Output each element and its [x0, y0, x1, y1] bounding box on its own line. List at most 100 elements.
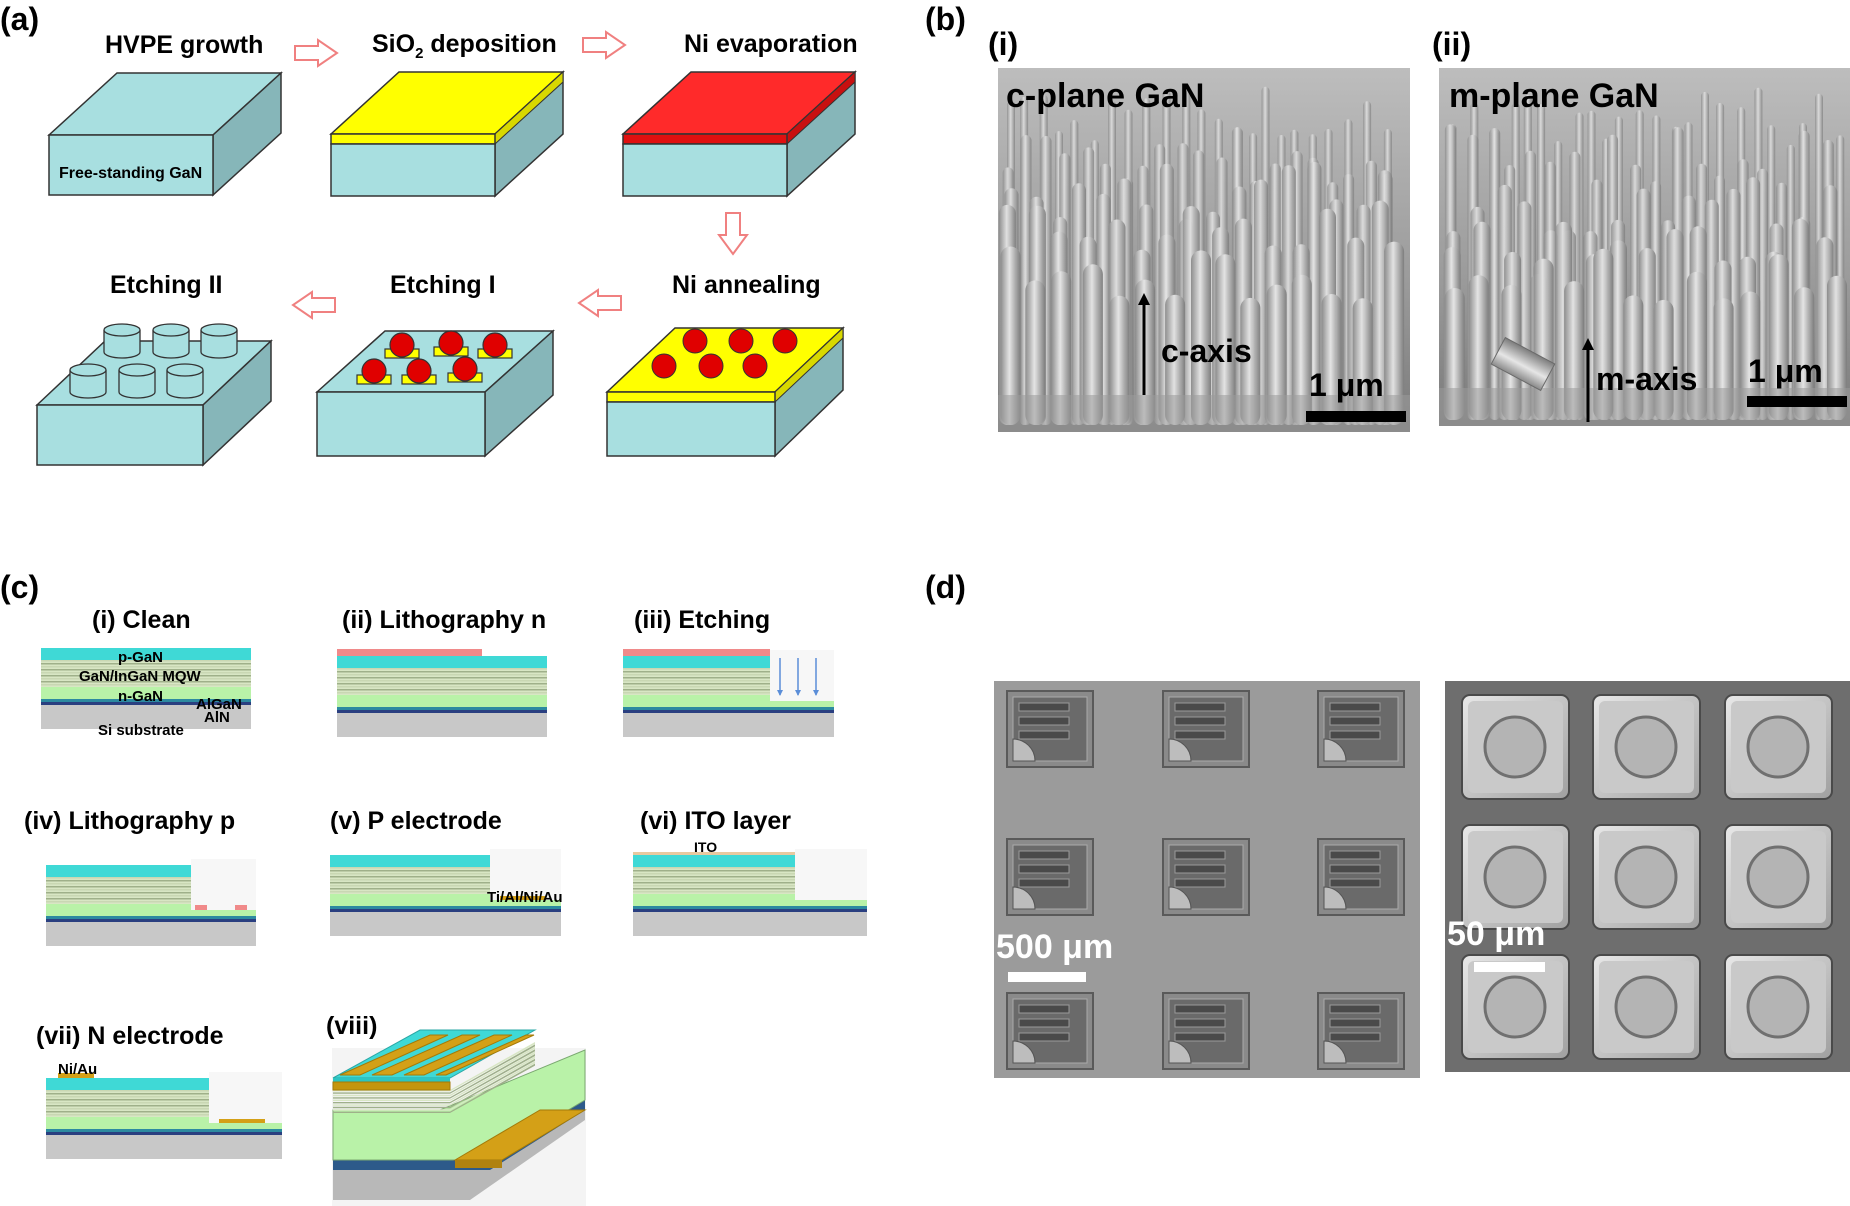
- finger-electrode: [1018, 1018, 1070, 1028]
- layer-stack-p-electrode: [330, 849, 561, 936]
- panel-b-sub-i: (i): [988, 26, 1018, 62]
- mqw-line: [633, 876, 795, 878]
- etch-arrow: [795, 690, 801, 696]
- mqw-line: [41, 670, 251, 672]
- finger-electrode: [1174, 702, 1226, 712]
- block-free-standing-gan: Free-standing GaN: [47, 71, 283, 197]
- p-gan-layer: [633, 855, 795, 867]
- nanopillar: [1564, 281, 1585, 420]
- mqw-line: [46, 1090, 209, 1092]
- mqw-line: [46, 883, 191, 885]
- mqw-line: [46, 1114, 209, 1116]
- mqw-line: [623, 668, 770, 670]
- title-m-plane-gan: m-plane GaN: [1449, 77, 1659, 115]
- si-substrate-layer: [623, 713, 834, 737]
- device-array-image: 500 μm: [994, 681, 1420, 1078]
- photoresist: [195, 905, 207, 910]
- finger-electrode: [1018, 702, 1070, 712]
- layer-label-mqw: GaN/InGaN MQW: [79, 668, 202, 685]
- mqw-line: [46, 1100, 209, 1102]
- scale-bar-i: [1306, 411, 1406, 422]
- contact-pad: [1168, 886, 1192, 910]
- aln-layer: [46, 919, 256, 922]
- sem-image-c-plane: c-plane GaN c-axis 1 μm: [998, 68, 1410, 432]
- mqw-line: [46, 887, 191, 889]
- nanopillar: [1000, 246, 1021, 425]
- layer-label-p-gan: p-GaN: [118, 649, 163, 666]
- step-ii-lithography-n: (ii) Lithography n: [342, 606, 546, 634]
- etch-arrow: [777, 690, 783, 696]
- mqw-line: [46, 889, 191, 891]
- step-hvpe-growth: HVPE growth: [105, 31, 263, 59]
- mqw-line: [623, 669, 770, 671]
- mqw-line: [330, 871, 490, 873]
- finger-electrode: [1174, 1032, 1226, 1042]
- finger-electrode: [1018, 730, 1070, 740]
- mqw-line: [337, 686, 547, 688]
- mqw-line: [623, 675, 770, 677]
- contact-pad: [1323, 738, 1347, 762]
- mqw-line: [337, 684, 547, 686]
- finger-electrode: [1329, 1032, 1381, 1042]
- aln-layer: [46, 1132, 282, 1135]
- mqw-line: [41, 679, 251, 681]
- panel-a: HVPE growth SiO2 deposition Ni evaporati…: [35, 30, 858, 467]
- mqw-line: [46, 901, 191, 903]
- scale-label-500um: 500 μm: [996, 928, 1113, 966]
- mqw-line: [337, 677, 547, 679]
- title-c-plane-gan: c-plane GaN: [1006, 77, 1204, 115]
- nanopillar: [1291, 274, 1312, 425]
- mesa-contact: [1746, 715, 1810, 779]
- device-3d: [332, 1029, 587, 1206]
- nanopillar: [1686, 271, 1707, 420]
- mesa-contact: [1483, 845, 1547, 909]
- mqw-line: [633, 868, 795, 870]
- photoresist: [337, 649, 482, 656]
- broken-pillar: [1490, 336, 1556, 392]
- nanopillar: [1109, 295, 1130, 425]
- mqw-line: [41, 666, 251, 668]
- block-etching-ii: [35, 323, 273, 467]
- nanopillar: [1593, 248, 1614, 420]
- nanopillar: [1740, 291, 1761, 420]
- mqw-line: [330, 889, 490, 891]
- mqw-line: [46, 1106, 209, 1108]
- p-gan-layer: [41, 648, 251, 660]
- mqw-line: [46, 1102, 209, 1104]
- mqw-line: [46, 1096, 209, 1098]
- mqw-line: [633, 892, 795, 894]
- mesa-contact: [1746, 845, 1810, 909]
- photoresist: [623, 649, 770, 656]
- mqw-line: [623, 692, 770, 694]
- layer-label-aln: AlN: [204, 709, 230, 726]
- p-gan-layer: [46, 865, 191, 877]
- contact-pad: [1012, 886, 1036, 910]
- etch-arrow: [813, 690, 819, 696]
- scale-label-i: 1 μm: [1309, 367, 1384, 403]
- nanopillar: [1051, 271, 1072, 425]
- contact-pad: [1323, 886, 1347, 910]
- finger-electrode: [1174, 716, 1226, 726]
- algan-layer: [46, 916, 256, 919]
- contact-pad: [1012, 1040, 1036, 1064]
- mqw-line: [633, 889, 795, 891]
- si-substrate-layer: [46, 922, 256, 946]
- mqw-line: [46, 1111, 209, 1113]
- mqw-line: [633, 874, 795, 876]
- panel-b-label: (b): [925, 1, 966, 37]
- layer-stack-ito: [633, 849, 867, 936]
- mesa-contact: [1483, 715, 1547, 779]
- mqw-line: [330, 886, 490, 888]
- mqw-line: [337, 678, 547, 680]
- mqw-line: [330, 892, 490, 894]
- mqw-line: [46, 902, 191, 904]
- step-iii-etching: (iii) Etching: [634, 606, 770, 634]
- mqw-line: [623, 693, 770, 695]
- n-gan-layer: [490, 900, 561, 906]
- finger-electrode: [1018, 850, 1070, 860]
- contact-pad: [1168, 1040, 1192, 1064]
- layer-label-n-gan: n-GaN: [118, 688, 163, 705]
- mesa-contact: [1614, 715, 1678, 779]
- mqw-line: [46, 1112, 209, 1114]
- metal-contact: [219, 1119, 265, 1123]
